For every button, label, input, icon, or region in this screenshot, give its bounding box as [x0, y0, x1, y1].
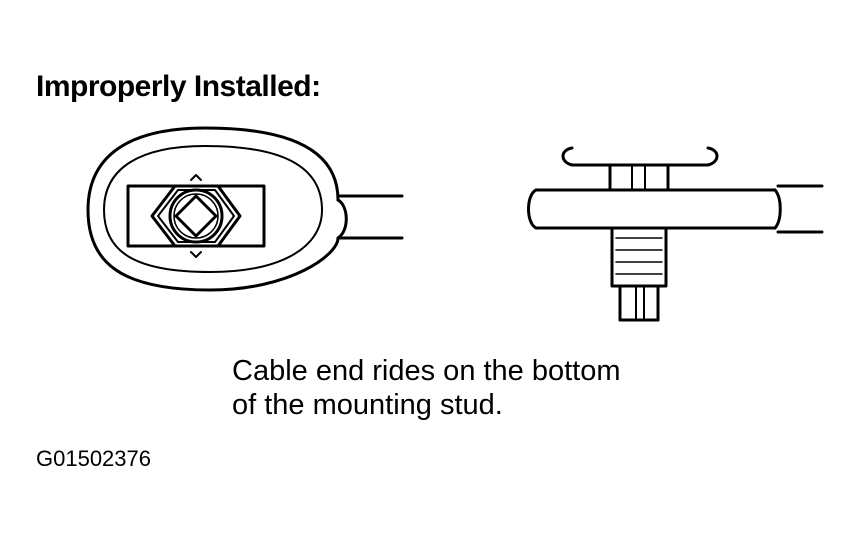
cable-junction — [336, 198, 348, 240]
diagram-title: Improperly Installed: — [36, 70, 321, 103]
cable-end-top-view — [86, 126, 404, 292]
figure-code: G01502376 — [36, 446, 151, 471]
mounting-stud-circle — [168, 188, 224, 244]
arrow-up-mark — [190, 174, 202, 181]
stud-threads — [615, 237, 663, 275]
mounting-stud-circle-inner — [173, 193, 219, 239]
cable-end-side-view — [527, 146, 824, 322]
diagram-caption: Cable end rides on the bottom of the mou… — [232, 354, 621, 422]
stud-square — [174, 194, 218, 238]
stud-nut-inner — [157, 189, 235, 243]
caption-line-2: of the mounting stud. — [232, 389, 503, 421]
cable-eyelet-inner — [103, 145, 323, 273]
caption-line-1: Cable end rides on the bottom — [232, 355, 621, 387]
threaded-stud — [610, 226, 668, 288]
bracket — [561, 146, 719, 167]
cable-body — [527, 188, 777, 230]
stud-nut-outer — [150, 184, 242, 248]
cable-end-curve — [773, 188, 782, 230]
cable-eyelet-outer — [86, 126, 340, 292]
arrow-down-mark — [190, 251, 202, 258]
